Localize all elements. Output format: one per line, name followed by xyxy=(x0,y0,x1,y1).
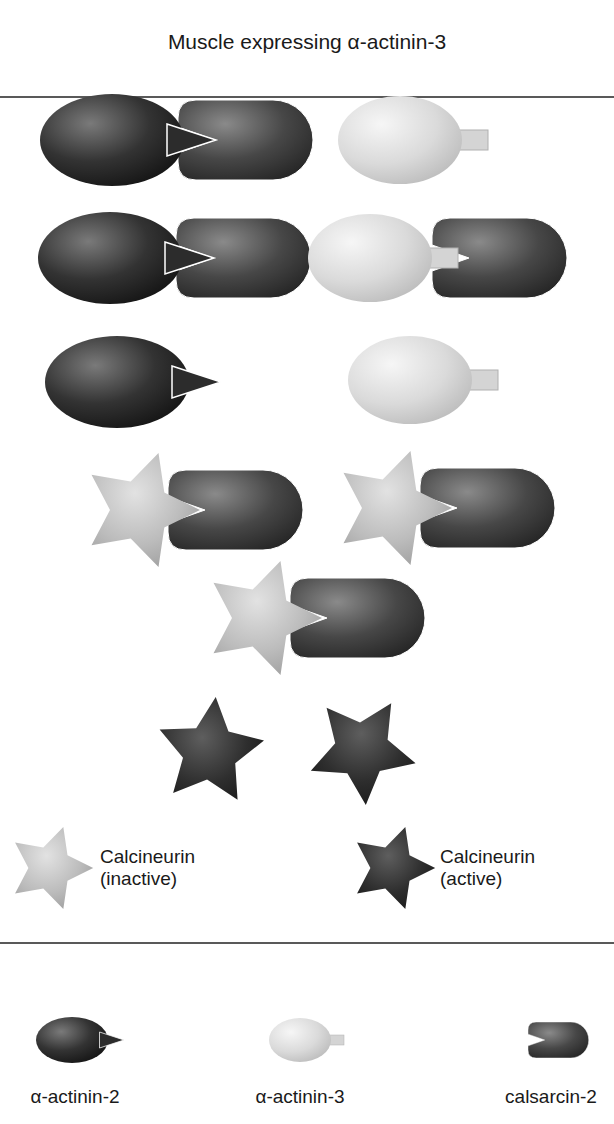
actinin-2-swatch xyxy=(36,1017,124,1063)
actinin-3-shape xyxy=(308,214,458,302)
legend-entry: calsarcin-2 xyxy=(495,1086,607,1108)
figure-title: Muscle expressing α-actinin-3 xyxy=(0,30,614,54)
actinin-3-shape xyxy=(338,96,488,184)
legend-label: Calcineurin (inactive) xyxy=(100,846,240,890)
actinin-2-shape xyxy=(40,94,216,186)
legend-entry: α-actinin-2 xyxy=(0,1086,150,1108)
actinin-2-shape xyxy=(38,212,214,304)
calcineurin-active-shape xyxy=(306,688,428,814)
calcineurin-inactive-shape xyxy=(344,451,453,565)
legend-entry: Calcineurin (active) xyxy=(440,846,580,890)
legend-rule xyxy=(0,942,614,944)
calcineurin-active-swatch xyxy=(357,827,435,909)
calsarcin-2-swatch xyxy=(528,1022,589,1058)
legend-entry: Calcineurin (inactive) xyxy=(100,846,240,890)
actinin-2-shape xyxy=(45,336,221,428)
calcineurin-inactive-swatch xyxy=(15,827,93,909)
calcineurin-inactive-shape xyxy=(214,561,323,675)
legend-label: α-actinin-3 xyxy=(225,1086,375,1108)
actinin-3-shape xyxy=(348,336,498,424)
legend-swatches xyxy=(15,827,589,1063)
legend-label: α-actinin-2 xyxy=(0,1086,150,1108)
legend-entry: α-actinin-3 xyxy=(225,1086,375,1108)
calcineurin-inactive-shape xyxy=(92,453,201,567)
actinin-3-swatch xyxy=(269,1018,344,1062)
legend-label: Calcineurin (active) xyxy=(440,846,580,890)
calcineurin-active-shape xyxy=(155,689,274,813)
title-holder: Muscle expressing α-actinin-3 xyxy=(0,30,614,54)
legend-label: calsarcin-2 xyxy=(495,1086,607,1108)
